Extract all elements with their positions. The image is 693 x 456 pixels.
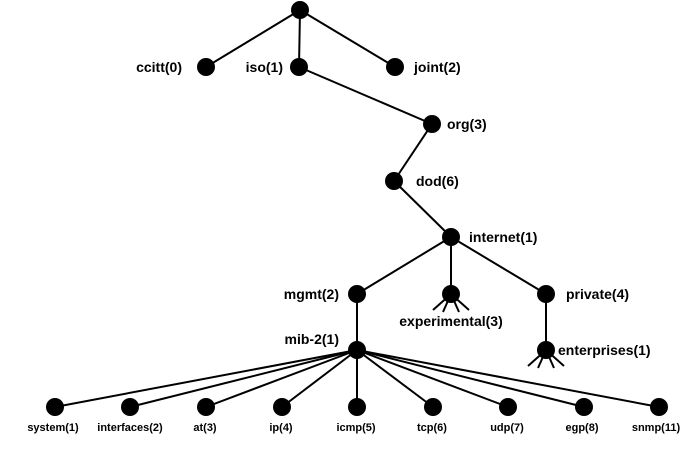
label-mgmt: mgmt(2) (284, 286, 339, 302)
edge-mib2-snmp (356, 349, 660, 408)
tree-nodes (46, 1, 668, 416)
label-system: system(1) (27, 422, 79, 434)
label-joint: joint(2) (413, 59, 461, 75)
label-at: at(3) (193, 422, 217, 434)
node-system (46, 398, 64, 416)
edge-mib2-interfaces (129, 349, 358, 408)
node-iso (290, 58, 308, 76)
label-dod: dod(6) (416, 173, 459, 189)
edge-mib2-at (205, 349, 358, 408)
tree-labels: ccitt(0) iso(1) joint(2) org(3) dod(6) intern… (27, 59, 680, 434)
label-org: org(3) (447, 116, 487, 132)
node-at (197, 398, 215, 416)
node-joint (386, 58, 404, 76)
node-udp (499, 398, 517, 416)
node-snmp (650, 398, 668, 416)
label-private: private(4) (566, 286, 629, 302)
edge-mib2-egp (356, 349, 585, 408)
label-egp: egp(8) (566, 422, 599, 434)
tree-edges (54, 9, 660, 408)
node-experimental (442, 285, 460, 303)
label-icmp: icmp(5) (336, 422, 375, 434)
edge-mib2-udp (356, 349, 509, 408)
label-udp: udp(7) (490, 422, 524, 434)
edge-dod-internet (393, 180, 452, 238)
edge-org-dod (393, 123, 433, 182)
label-mib2: mib-2(1) (285, 331, 339, 347)
label-snmp: snmp(11) (632, 422, 681, 434)
label-ip: ip(4) (269, 422, 293, 434)
label-interfaces: interfaces(2) (97, 422, 163, 434)
edge-root-ccitt (205, 9, 301, 68)
label-tcp: tcp(6) (417, 422, 447, 434)
node-internet (442, 228, 460, 246)
edge-iso-org (298, 66, 433, 125)
node-interfaces (121, 398, 139, 416)
node-dod (385, 172, 403, 190)
node-tcp (424, 398, 442, 416)
node-ip (273, 398, 291, 416)
edge-internet-mgmt (356, 236, 452, 295)
node-ccitt (197, 58, 215, 76)
node-private (537, 285, 555, 303)
edge-mib2-system (54, 349, 358, 408)
edge-root-joint (299, 9, 396, 68)
label-enterprises: enterprises(1) (558, 342, 651, 358)
edge-internet-private (450, 236, 547, 295)
node-mib2 (348, 341, 366, 359)
node-root (291, 1, 309, 19)
node-org (423, 115, 441, 133)
label-internet: internet(1) (469, 229, 537, 245)
node-icmp (348, 398, 366, 416)
edge-mib2-tcp (356, 349, 434, 408)
label-iso: iso(1) (246, 59, 283, 75)
node-mgmt (348, 285, 366, 303)
node-egp (575, 398, 593, 416)
node-enterprises (537, 341, 555, 359)
edge-mib2-ip (281, 349, 358, 408)
label-experimental: experimental(3) (399, 313, 502, 329)
label-ccitt: ccitt(0) (136, 59, 182, 75)
edge-root-iso (298, 9, 301, 68)
